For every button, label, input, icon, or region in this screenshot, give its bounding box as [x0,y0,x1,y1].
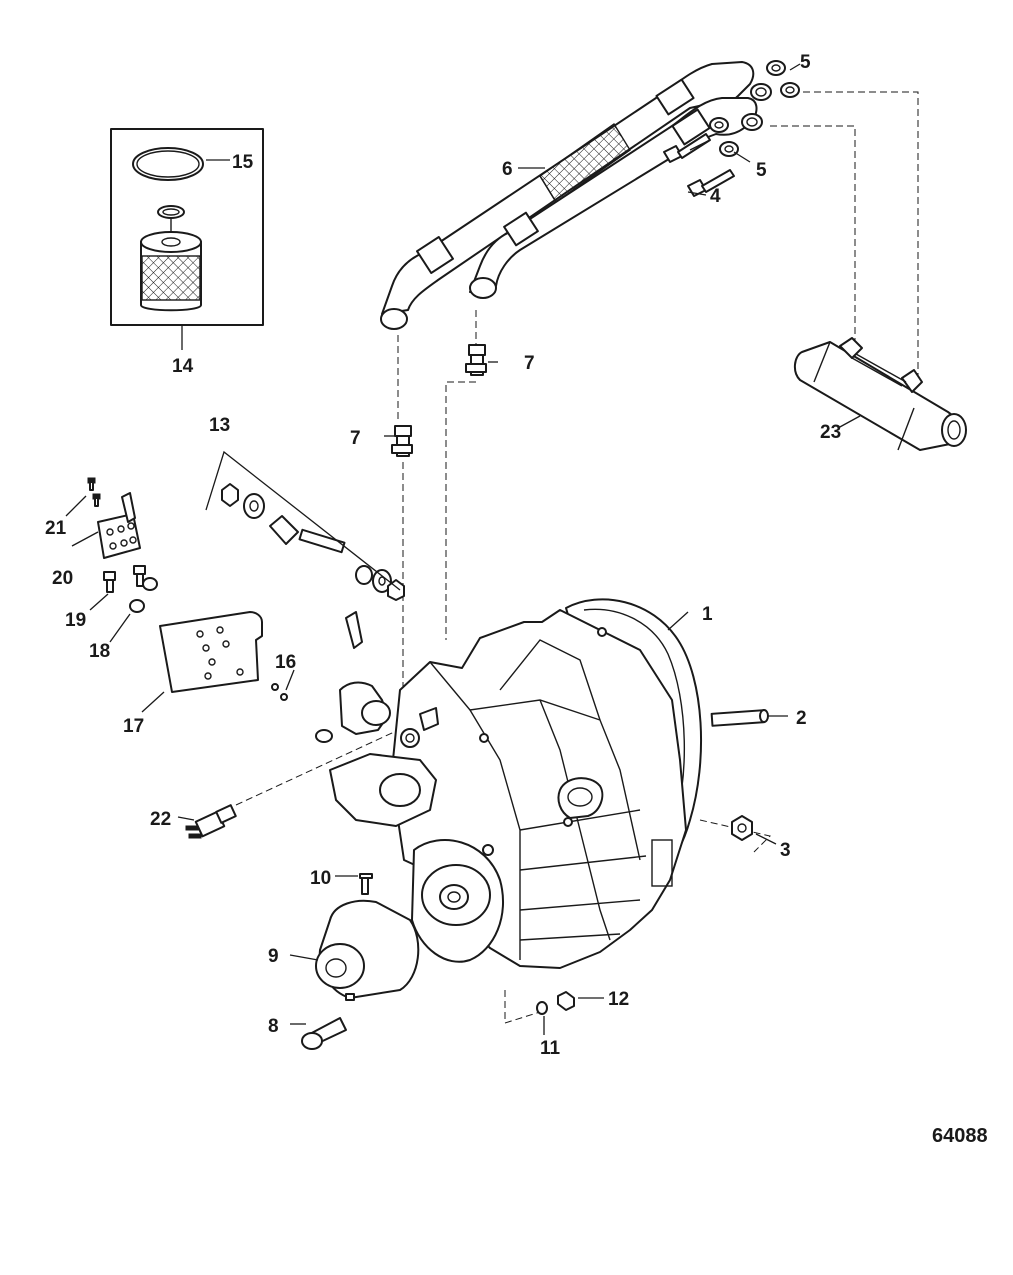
callout-part-1: 1 [702,604,713,625]
leader-lines [65,63,861,1035]
hex-nut [731,815,753,841]
bracket-plate [159,611,263,693]
callout-part-7a: 7 [524,353,535,374]
sealing-washers [709,60,800,157]
figure-number: 64088 [932,1125,988,1147]
callout-part-14: 14 [172,356,194,377]
cooler-hose-assembly [380,61,758,330]
callout-part-21: 21 [45,518,67,539]
callout-part-2: 2 [796,708,807,729]
callout-part-4: 4 [710,186,721,207]
temperature-sensor [185,804,237,839]
callout-part-23: 23 [820,422,841,443]
heat-exchanger [794,337,967,451]
callout-part-10: 10 [310,868,331,889]
callout-labels: 1 2 3 4 5 5 6 7 7 8 9 10 11 12 13 14 15 … [45,52,841,1059]
callout-part-18: 18 [89,641,110,662]
callout-part-17: 17 [123,716,144,737]
small-nuts [271,683,288,701]
coupling-fasteners [301,873,575,1050]
terminal-block [87,477,141,559]
filter-kit-box [110,128,264,326]
pipe-fittings [391,344,487,457]
callout-part-3: 3 [780,840,791,861]
callout-part-19: 19 [65,610,86,631]
assembly-dashed-lines [235,91,919,1024]
callout-part-6: 6 [502,159,513,180]
callout-part-7b: 7 [350,428,361,449]
callout-part-9: 9 [268,946,279,967]
mounting-hardware [221,483,405,601]
callout-part-16: 16 [275,652,296,673]
screws-washers [103,565,158,613]
callout-part-12: 12 [608,989,629,1010]
callout-part-8: 8 [268,1016,279,1037]
callout-part-11: 11 [540,1038,561,1059]
drive-coupling [315,839,504,1001]
banjo-bolts [663,133,735,197]
dowel-pin [710,709,769,727]
callout-part-13: 13 [209,415,230,436]
callout-part-5a: 5 [800,52,811,73]
callout-part-20: 20 [52,568,73,589]
callout-part-22: 22 [150,809,171,830]
callout-part-15: 15 [232,152,254,173]
callout-part-5b: 5 [756,160,767,181]
